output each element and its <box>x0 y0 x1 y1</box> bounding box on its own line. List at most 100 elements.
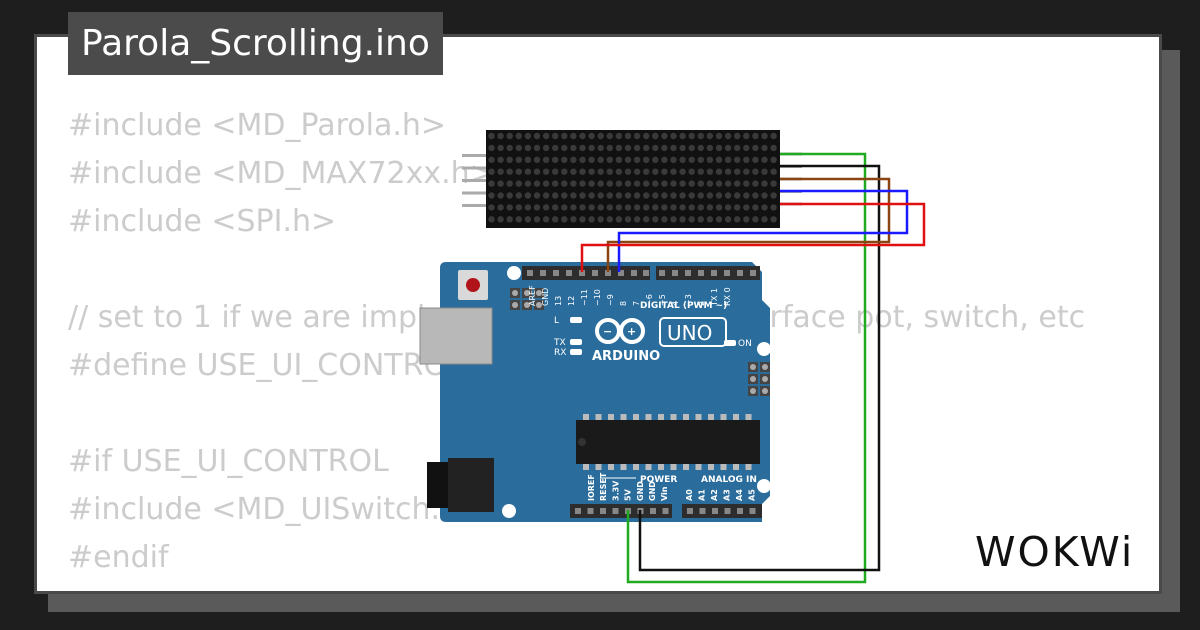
matrix-led <box>652 192 659 199</box>
header-hole <box>659 270 665 276</box>
matrix-led <box>761 192 768 199</box>
header-hole <box>699 508 706 514</box>
chip-pin <box>658 464 664 470</box>
matrix-led <box>506 156 513 163</box>
matrix-led <box>506 132 513 140</box>
matrix-led <box>597 216 604 223</box>
matrix-led <box>615 144 623 152</box>
mount-hole <box>757 479 771 493</box>
matrix-led <box>661 144 668 152</box>
matrix-led <box>561 192 568 199</box>
matrix-led <box>606 144 613 152</box>
chip-pin <box>683 464 689 470</box>
pin-label: GND <box>636 481 645 501</box>
header-hole <box>527 270 533 276</box>
pin-label: ~3 <box>684 294 693 306</box>
matrix-led <box>633 192 641 199</box>
matrix-led <box>643 180 650 187</box>
matrix-led <box>597 156 604 163</box>
matrix-led <box>515 180 522 187</box>
pin-label: 7 <box>632 301 641 306</box>
chip-pin <box>620 464 627 470</box>
header-hole <box>662 508 669 514</box>
wire-black[interactable] <box>638 164 881 572</box>
matrix-led <box>606 156 613 163</box>
matrix-led <box>597 192 604 199</box>
matrix-led <box>688 216 695 223</box>
matrix-led <box>542 168 550 175</box>
matrix-led <box>706 144 714 152</box>
matrix-led <box>524 180 532 187</box>
header-hole <box>672 270 678 276</box>
status-led <box>570 317 582 323</box>
matrix-led <box>743 216 750 223</box>
matrix-led <box>770 216 777 223</box>
model-box <box>659 317 727 347</box>
matrix-led <box>615 156 623 163</box>
pin-label: A5 <box>748 489 757 501</box>
led-matrix[interactable] <box>462 130 802 228</box>
header-hole <box>749 508 756 514</box>
matrix-led <box>533 168 541 175</box>
header-hole <box>650 508 656 514</box>
matrix-led <box>633 144 641 152</box>
pin-label: 12 <box>567 296 576 306</box>
reset-button-cap[interactable] <box>466 278 480 292</box>
matrix-led <box>488 180 495 187</box>
icsp-header-right <box>748 362 770 396</box>
matrix-led <box>552 204 559 211</box>
matrix-led <box>734 156 741 163</box>
matrix-led <box>542 144 550 152</box>
matrix-led <box>770 156 777 163</box>
chip-pin <box>733 464 739 470</box>
matrix-led <box>734 204 741 211</box>
wire-green[interactable] <box>626 152 867 584</box>
icsp-pin-hole <box>762 388 768 394</box>
chip-pin <box>595 414 602 420</box>
matrix-led <box>524 132 532 140</box>
icsp-pin-hole <box>536 290 542 296</box>
chip-pin <box>645 414 652 420</box>
chip-pin <box>708 464 714 470</box>
chip-pin <box>745 414 752 420</box>
matrix-led <box>497 168 504 175</box>
matrix-led <box>670 156 677 163</box>
matrix-led <box>561 180 568 187</box>
matrix-led <box>542 216 550 223</box>
header-hole <box>618 270 624 276</box>
matrix-led <box>688 180 695 187</box>
matrix-led <box>761 144 768 152</box>
matrix-led <box>633 156 641 163</box>
matrix-led <box>497 144 504 152</box>
matrix-led <box>606 204 613 211</box>
matrix-led <box>497 180 504 187</box>
pin-label: ~10 <box>593 289 602 306</box>
matrix-led <box>624 156 632 163</box>
matrix-led <box>624 204 632 211</box>
matrix-led <box>670 168 677 175</box>
matrix-led <box>488 168 495 175</box>
matrix-led <box>715 192 723 199</box>
matrix-led <box>743 156 750 163</box>
chip-pin <box>733 414 739 420</box>
matrix-led <box>679 192 686 199</box>
matrix-led <box>697 156 704 163</box>
wire-brown[interactable] <box>606 177 891 272</box>
pin-label: 2 <box>697 301 706 306</box>
matrix-led <box>706 216 714 223</box>
pin-label: A3 <box>723 489 732 501</box>
pin-label: Vin <box>660 486 669 501</box>
matrix-led <box>661 180 668 187</box>
matrix-led <box>697 204 704 211</box>
wire-red[interactable] <box>580 202 926 272</box>
matrix-led <box>615 192 623 199</box>
matrix-led <box>652 216 659 223</box>
matrix-pin <box>462 191 486 195</box>
wires <box>580 152 926 584</box>
matrix-body <box>486 130 780 228</box>
matrix-led <box>615 216 623 223</box>
usb-port <box>419 307 493 365</box>
matrix-led <box>597 168 604 175</box>
matrix-led <box>533 216 541 223</box>
